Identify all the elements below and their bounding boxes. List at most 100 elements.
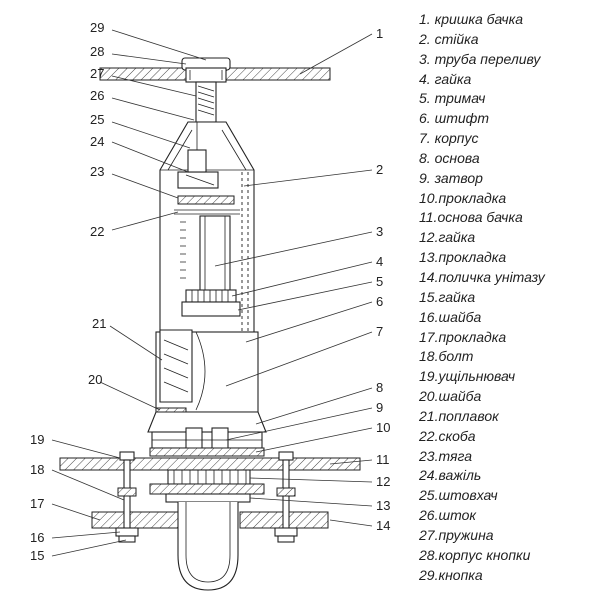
legend-number: 21. — [419, 407, 439, 424]
legend-label: штифт — [434, 110, 490, 127]
legend-item: 20.шайба — [419, 387, 597, 407]
legend-number: 13. — [419, 249, 439, 266]
legend-label: основа бачка — [437, 209, 523, 226]
legend-label: шайба — [438, 308, 482, 325]
callout-10: 10 — [376, 420, 390, 435]
legend-number: 20. — [419, 388, 439, 405]
callout-7: 7 — [376, 324, 383, 339]
legend-number: 23. — [419, 447, 439, 464]
legend-label: стійка — [434, 30, 479, 47]
legend-item: 21.поплавок — [419, 407, 597, 427]
callout-9: 9 — [376, 400, 383, 415]
callout-19: 19 — [30, 432, 44, 447]
callout-17: 17 — [30, 496, 44, 511]
legend-item: 8. основа — [419, 149, 597, 169]
legend-item: 1. кришка бачка — [419, 10, 597, 30]
legend-label: болт — [438, 348, 474, 365]
legend-number: 24. — [419, 467, 439, 484]
legend-label: ущільнювач — [438, 368, 516, 385]
legend-item: 24.важіль — [419, 466, 597, 486]
base — [147, 411, 267, 433]
legend-number: 29. — [419, 566, 439, 583]
legend-label: шайба — [438, 388, 482, 405]
legend-label: тримач — [434, 90, 486, 107]
callout-13: 13 — [376, 498, 390, 513]
legend-number: 22. — [419, 427, 439, 444]
legend-item: 15.гайка — [419, 288, 597, 308]
legend-item: 3. труба переливу — [419, 50, 597, 70]
flush-outlet — [177, 502, 239, 591]
callout-4: 4 — [376, 254, 383, 269]
legend-label: тяга — [438, 447, 472, 464]
legend-item: 26.шток — [419, 506, 597, 526]
legend-number: 5. — [419, 90, 431, 107]
legend-label: кнопка — [438, 566, 483, 583]
tank-base — [59, 457, 361, 471]
shutter — [151, 427, 263, 451]
legend-label: гайка — [438, 229, 476, 246]
legend-number: 15. — [419, 288, 439, 305]
legend-item: 10.прокладка — [419, 189, 597, 209]
legend-item: 11.основа бачка — [419, 208, 597, 228]
callout-14: 14 — [376, 518, 390, 533]
callout-16: 16 — [30, 530, 44, 545]
gasket-13 — [149, 483, 265, 503]
legend-label: гайка — [438, 288, 476, 305]
gasket-10 — [149, 447, 265, 457]
legend-item: 2. стійка — [419, 30, 597, 50]
legend-number: 10. — [419, 189, 439, 206]
legend-item: 5. тримач — [419, 89, 597, 109]
leader-lines — [51, 29, 373, 557]
legend-label: кришка бачка — [434, 11, 524, 27]
callout-11: 11 — [376, 452, 390, 467]
legend-item: 17.прокладка — [419, 328, 597, 348]
bolt-right — [274, 451, 298, 543]
legend-label: труба переливу — [434, 50, 541, 67]
legend-number: 1. — [419, 11, 431, 27]
legend-label: важіль — [438, 467, 482, 484]
legend-label: затвор — [434, 169, 483, 186]
legend-item: 28.корпус кнопки — [419, 546, 597, 566]
callout-3: 3 — [376, 224, 383, 239]
legend-label: прокладка — [438, 328, 507, 345]
callout-29: 29 — [90, 20, 104, 35]
parts-legend: 1. кришка бачка 2. стійка 3. труба перел… — [419, 10, 597, 585]
legend-label: штовхач — [438, 487, 498, 504]
legend-item: 27.пружина — [419, 526, 597, 546]
callout-12: 12 — [376, 474, 390, 489]
legend-number: 4. — [419, 70, 431, 87]
legend-label: скоба — [438, 427, 476, 444]
callout-23: 23 — [90, 164, 104, 179]
legend-item: 6. штифт — [419, 109, 597, 129]
legend-number: 3. — [419, 50, 431, 67]
legend-item: 23.тяга — [419, 447, 597, 467]
legend-number: 9. — [419, 169, 431, 186]
callout-25: 25 — [90, 112, 104, 127]
legend-number: 7. — [419, 130, 431, 147]
legend-number: 18. — [419, 348, 439, 365]
callout-24: 24 — [90, 134, 104, 149]
nut-and-holder — [181, 289, 241, 317]
callout-15: 15 — [30, 548, 44, 563]
overflow-pipe — [180, 215, 231, 293]
seal-19 — [117, 487, 296, 497]
legend-number: 14. — [419, 268, 439, 285]
legend-label: поплавок — [438, 407, 499, 424]
legend-item: 9. затвор — [419, 169, 597, 189]
callout-numbers: 1 2 3 4 5 6 7 8 9 10 11 12 13 14 15 16 1… — [30, 20, 390, 563]
legend-number: 27. — [419, 526, 439, 543]
callout-28: 28 — [90, 44, 104, 59]
legend-label: прокладка — [438, 189, 507, 206]
legend-number: 11. — [419, 209, 438, 226]
callout-21: 21 — [92, 316, 106, 331]
callout-27: 27 — [90, 66, 104, 81]
legend-number: 16. — [419, 308, 439, 325]
legend-number: 25. — [419, 487, 439, 504]
legend-number: 17. — [419, 328, 439, 345]
legend-label: корпус кнопки — [438, 546, 531, 563]
legend-item: 19.ущільнювач — [419, 367, 597, 387]
legend-item: 12.гайка — [419, 228, 597, 248]
callout-2: 2 — [376, 162, 383, 177]
callout-18: 18 — [30, 462, 44, 477]
